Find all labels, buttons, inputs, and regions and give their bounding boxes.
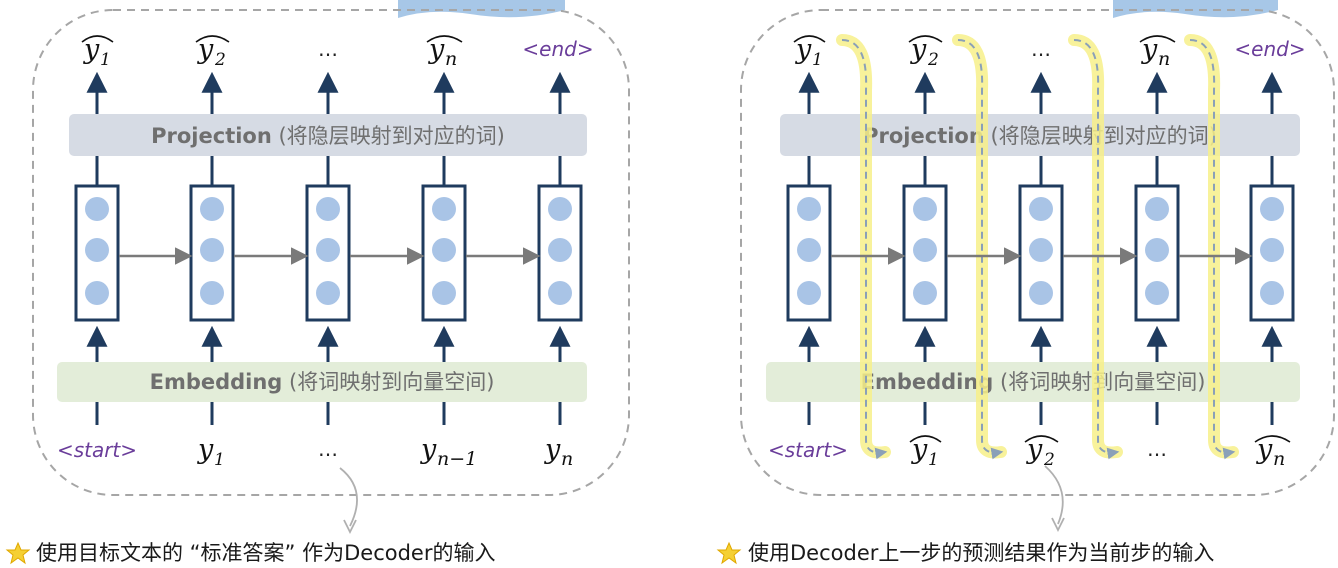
right-dashed-frame [740,9,1335,496]
svg-text:2: 2 [927,50,939,70]
right-rnn-cell-3 [1018,184,1064,322]
svg-text:n−1: n−1 [437,448,477,470]
right-callout-arrow [1044,465,1064,525]
left-caption: 使用目标文本的 “标准答案” 作为Decoder的输入 [5,541,495,565]
left-panel: Projection (将隐层映射到对应的词) Embedding (将词映射到… [5,0,630,565]
svg-text:y: y [1141,34,1158,65]
svg-text:y: y [428,34,445,65]
svg-text:n: n [1273,448,1285,470]
left-embedding-label: Embedding (将词映射到向量空间) [150,370,495,394]
svg-text:使用目标文本的 “标准答案” 作为Decoder的输入: 使用目标文本的 “标准答案” 作为Decoder的输入 [36,541,495,565]
right-rnn-cell-1 [786,184,832,322]
right-feedback-arrows [841,39,1236,460]
left-star-icon [5,541,31,565]
right-input-ellipsis: … [1147,437,1167,461]
svg-text:y: y [910,34,927,65]
right-rnn-cell-4 [1134,184,1180,322]
svg-text:使用Decoder上一步的预测结果作为当前步的输入: 使用Decoder上一步的预测结果作为当前步的输入 [748,541,1214,565]
right-output-ellipsis: … [1031,37,1051,61]
right-feedback-arrow-2 [957,39,1004,460]
svg-text:1: 1 [100,50,111,70]
svg-text:1: 1 [812,50,823,70]
svg-text:n: n [445,48,457,70]
svg-text:y: y [83,34,100,65]
left-rnn-cell-1 [74,184,120,322]
left-rnn-cells [74,184,583,322]
svg-text:2: 2 [1043,450,1055,470]
left-rnn-cell-5 [537,184,583,322]
right-feedback-arrow-3 [1073,39,1120,460]
svg-text:2: 2 [214,50,226,70]
right-projection-label: Projection (将隐层映射到对应的词) [863,124,1217,148]
svg-text:y: y [420,434,437,465]
left-input-ellipsis: … [318,437,338,461]
svg-text:1: 1 [928,450,939,470]
right-star-icon [716,541,742,565]
right-rnn-cell-5 [1249,184,1295,322]
left-output-end: <end> [522,37,593,61]
svg-text:n: n [1158,48,1170,70]
right-feedback-arrow-4 [1189,39,1236,460]
left-rnn-cell-2 [189,184,235,322]
right-feedback-arrow-1 [841,39,888,460]
right-projection-bar [780,114,1300,156]
left-projection-label: Projection (将隐层映射到对应的词) [151,124,505,148]
right-embedding-label: Embedding (将词映射到向量空间) [861,370,1206,394]
right-panel: Projection (将隐层映射到对应的词) Embedding (将词映射到… [716,0,1335,565]
svg-text:y: y [795,34,812,65]
svg-text:y: y [197,434,214,465]
right-rnn-cells [786,184,1295,322]
left-projection-bar [69,114,587,156]
right-embedding-bar [766,362,1300,402]
right-caption: 使用Decoder上一步的预测结果作为当前步的输入 [716,541,1214,565]
right-output-end: <end> [1234,37,1305,61]
left-dashed-frame [32,9,630,496]
svg-text:y: y [544,434,561,465]
svg-text:y: y [911,434,928,465]
right-top-tab [1113,0,1278,18]
left-callout-arrow [339,467,358,527]
left-embedding-bar [57,362,587,402]
left-rnn-cell-4 [421,184,467,322]
svg-text:y: y [1026,434,1043,465]
left-output-ellipsis: … [318,37,338,61]
svg-text:n: n [561,448,573,470]
svg-text:y: y [197,34,214,65]
svg-text:1: 1 [214,450,225,470]
left-input-start: <start> [57,438,137,462]
right-input-start: <start> [768,438,848,462]
right-rnn-cell-2 [902,184,948,322]
svg-text:y: y [1256,434,1273,465]
left-rnn-cell-3 [305,184,351,322]
